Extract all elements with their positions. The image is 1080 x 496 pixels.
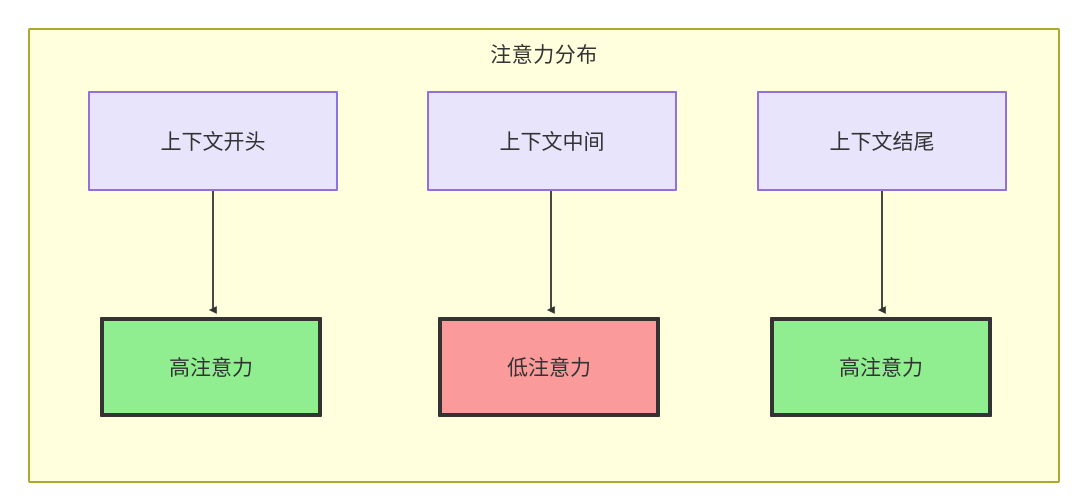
node-attention-high-start[interactable]: 高注意力	[100, 317, 322, 417]
node-attention-high-end[interactable]: 高注意力	[770, 317, 992, 417]
node-context-end[interactable]: 上下文结尾	[757, 91, 1007, 191]
node-label: 上下文中间	[499, 131, 605, 154]
node-label: 上下文结尾	[829, 131, 935, 154]
node-context-start[interactable]: 上下文开头	[88, 91, 338, 191]
node-label: 低注意力	[507, 357, 591, 380]
node-label: 高注意力	[839, 357, 923, 380]
node-attention-low-middle[interactable]: 低注意力	[438, 317, 660, 417]
subgraph-title: 注意力分布	[490, 44, 598, 67]
node-context-middle[interactable]: 上下文中间	[427, 91, 677, 191]
node-label: 高注意力	[169, 357, 253, 380]
node-label: 上下文开头	[160, 131, 266, 154]
